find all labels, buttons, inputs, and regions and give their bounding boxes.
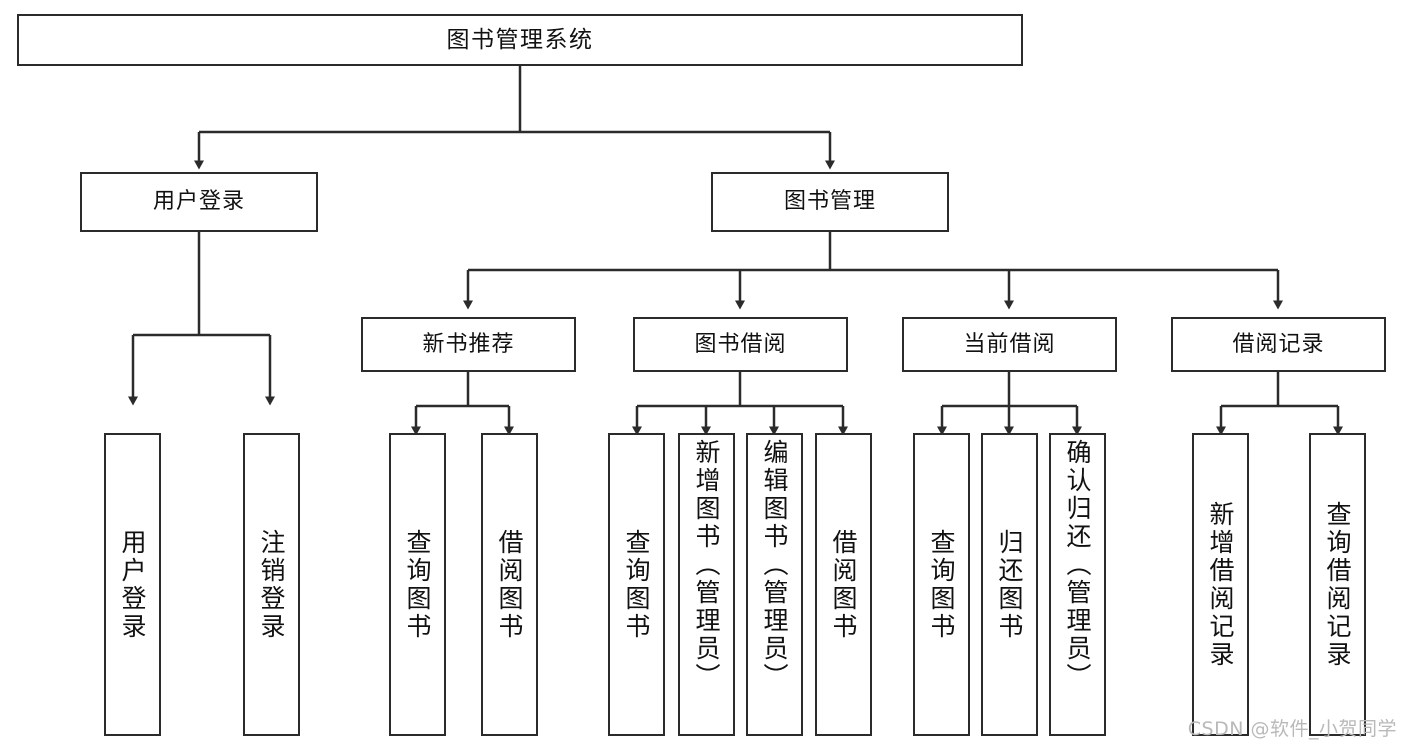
node-label: 查询图书 [403,528,432,641]
node-label: 借阅记录 [1232,331,1325,357]
node-leaf-borrow-book-1[interactable]: 借阅图书 [481,433,538,736]
node-label: 当前借阅 [963,331,1056,357]
node-new-book-recommend[interactable]: 新书推荐 [361,317,576,372]
node-label: 查询借阅记录 [1323,500,1352,669]
node-leaf-return-book[interactable]: 归还图书 [981,433,1038,736]
csdn-watermark: CSDN @软件_小贺同学 [1187,718,1397,740]
node-label: 归还图书 [995,528,1024,641]
node-label: 用户登录 [152,189,245,214]
node-label: 编辑图书（管理员） [760,439,789,691]
node-leaf-query-book-1[interactable]: 查询图书 [389,433,446,736]
node-current-borrow[interactable]: 当前借阅 [902,317,1117,372]
node-leaf-add-borrow-record[interactable]: 新增借阅记录 [1192,433,1249,736]
node-book-management-system[interactable]: 图书管理系统 [17,14,1023,66]
node-label: 借阅图书 [829,528,858,641]
node-leaf-query-book-2[interactable]: 查询图书 [608,433,665,736]
node-label: 查询图书 [927,528,956,641]
node-label: 新增图书（管理员） [692,439,721,691]
node-label: 新书推荐 [422,331,515,357]
node-label: 查询图书 [622,528,651,641]
node-leaf-query-borrow-record[interactable]: 查询借阅记录 [1309,433,1366,736]
node-book-management[interactable]: 图书管理 [711,172,949,232]
node-label: 借阅图书 [495,528,524,641]
node-leaf-user-login[interactable]: 用户登录 [104,433,161,736]
node-label: 确认归还（管理员） [1063,439,1092,691]
node-user-login[interactable]: 用户登录 [80,172,318,232]
node-book-borrow[interactable]: 图书借阅 [633,317,848,372]
node-borrow-record[interactable]: 借阅记录 [1171,317,1386,372]
node-leaf-borrow-book-2[interactable]: 借阅图书 [815,433,872,736]
node-label: 新增借阅记录 [1206,500,1235,669]
node-leaf-query-book-3[interactable]: 查询图书 [913,433,970,736]
node-label: 图书管理系统 [446,26,594,53]
node-label: 注销登录 [257,528,286,641]
node-label: 图书借阅 [694,331,787,357]
node-leaf-edit-book-admin[interactable]: 编辑图书（管理员） [746,433,803,736]
node-label: 用户登录 [118,528,147,641]
node-label: 图书管理 [783,189,876,214]
node-leaf-logout-login[interactable]: 注销登录 [243,433,300,736]
node-leaf-confirm-return-admin[interactable]: 确认归还（管理员） [1049,433,1106,736]
node-leaf-add-book-admin[interactable]: 新增图书（管理员） [678,433,735,736]
